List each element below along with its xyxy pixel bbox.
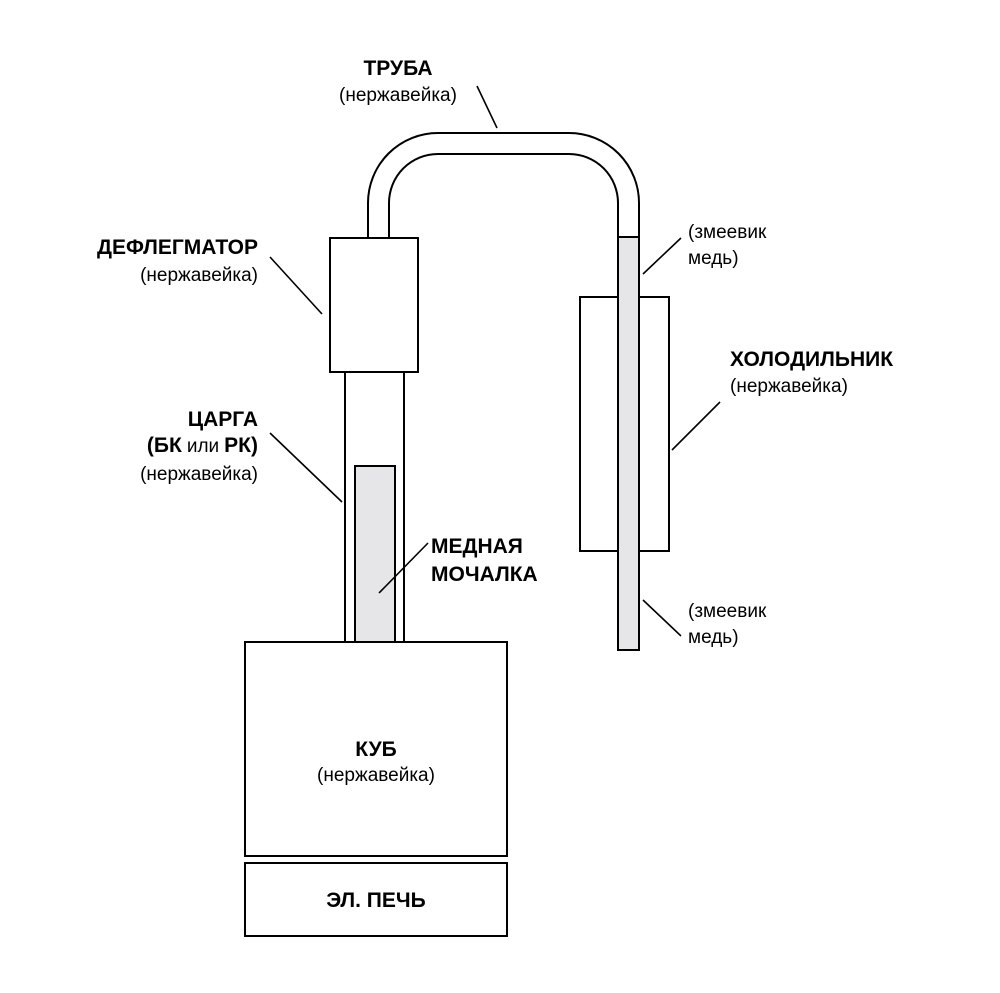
- column-type-rk: РК: [224, 434, 251, 457]
- column-close-paren: ): [251, 434, 258, 457]
- pipe-material: (нержавейка): [339, 85, 457, 106]
- dephlegmator: [329, 237, 419, 373]
- column-type-bk: БК: [154, 434, 182, 457]
- coil-bottom-leader: [642, 599, 682, 637]
- coil-bottom-label-2: медь): [688, 627, 739, 648]
- pipe-leader: [476, 85, 498, 129]
- electric-stove: [244, 862, 508, 937]
- cooler-leader: [671, 401, 721, 451]
- column-label: ЦАРГА: [188, 408, 258, 431]
- copper-sponge: [354, 465, 396, 643]
- copper-sponge-leader: [378, 542, 429, 594]
- dephlegmator-label: ДЕФЛЕГМАТОР: [97, 236, 258, 259]
- stove-label: ЭЛ. ПЕЧЬ: [326, 889, 426, 912]
- coil-bottom-label-1: (змеевик: [688, 601, 767, 622]
- transfer-pipe: [367, 132, 640, 239]
- boiler-material: (нержавейка): [317, 765, 435, 786]
- dephlegmator-leader: [269, 256, 323, 315]
- coil-top-label-2: медь): [688, 248, 739, 269]
- cooler-material: (нержавейка): [730, 376, 848, 397]
- coil-top-label-1: (змеевик: [688, 222, 767, 243]
- pipe-label: ТРУБА: [363, 57, 432, 80]
- column-material: (нержавейка): [140, 464, 258, 485]
- column-leader: [269, 432, 343, 503]
- copper-coil: [617, 236, 640, 651]
- boiler-label: КУБ: [355, 738, 397, 761]
- copper-sponge-label-2: МОЧАЛКА: [431, 563, 538, 586]
- boiler: [244, 641, 508, 857]
- column-open-paren: (: [147, 434, 154, 457]
- coil-top-leader: [642, 237, 682, 275]
- column-type-or: или: [187, 436, 219, 457]
- copper-sponge-label-1: МЕДНАЯ: [431, 535, 523, 558]
- dephlegmator-material: (нержавейка): [140, 265, 258, 286]
- cooler-label: ХОЛОДИЛЬНИК: [730, 348, 893, 371]
